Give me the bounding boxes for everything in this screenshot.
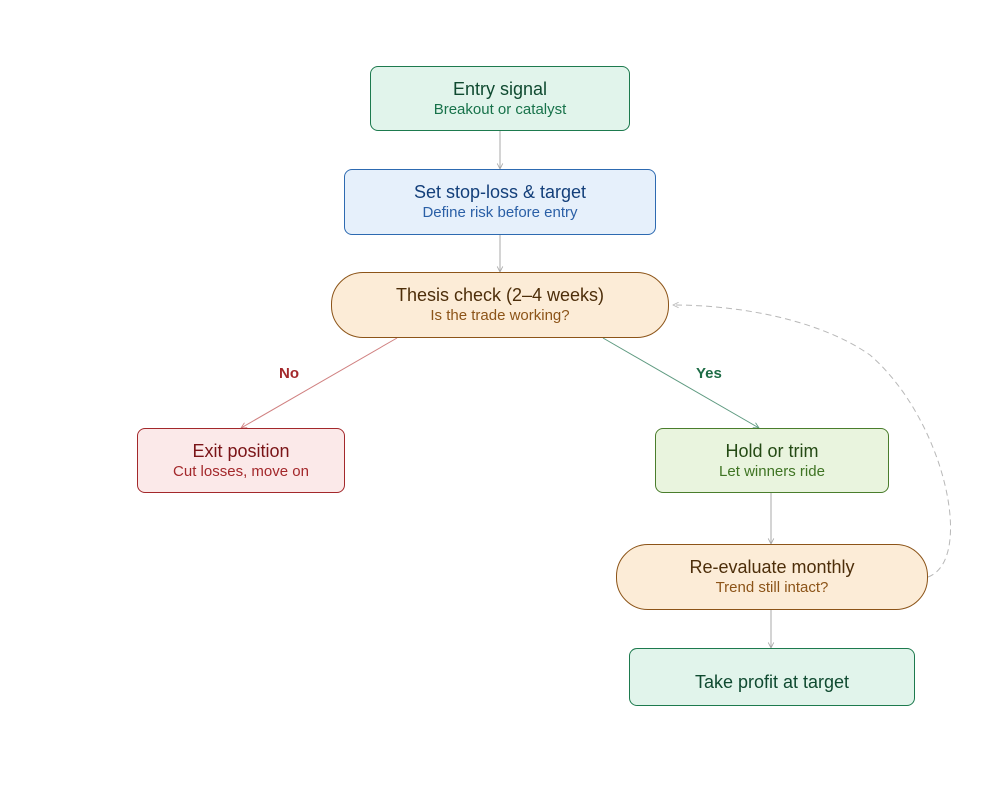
edge-reeval-loop-to-thesis — [673, 305, 952, 578]
node-subtitle: Is the trade working? — [430, 307, 570, 324]
edge-thesis-to-hold — [602, 337, 759, 428]
node-subtitle: Breakout or catalyst — [433, 100, 567, 118]
node-title: Take profit at target — [694, 671, 850, 692]
node-subtitle: Cut losses, move on — [173, 462, 309, 480]
node-hold-or-trim: Hold or trim Let winners ride — [655, 428, 889, 493]
node-title: Set stop-loss & target — [413, 182, 587, 202]
node-subtitle: Trend still intact? — [715, 579, 829, 596]
node-title: Thesis check (2–4 weeks) — [395, 285, 605, 305]
node-title: Hold or trim — [725, 440, 819, 461]
node-set-stop-loss: Set stop-loss & target Define risk befor… — [344, 169, 656, 235]
node-subtitle: Define risk before entry — [422, 204, 578, 221]
edge-thesis-to-exit — [241, 337, 398, 428]
edge-label-no: No — [279, 365, 299, 382]
node-subtitle: Let winners ride — [719, 462, 825, 480]
edge-label-yes: Yes — [696, 365, 722, 382]
node-title: Entry signal — [452, 78, 548, 99]
node-entry-signal: Entry signal Breakout or catalyst — [370, 66, 630, 131]
node-title: Re-evaluate monthly — [689, 557, 855, 577]
node-take-profit: Take profit at target — [629, 648, 915, 706]
node-re-evaluate-monthly: Re-evaluate monthly Trend still intact? — [616, 544, 928, 610]
node-thesis-check: Thesis check (2–4 weeks) Is the trade wo… — [331, 272, 669, 338]
node-exit-position: Exit position Cut losses, move on — [137, 428, 345, 493]
node-title: Exit position — [192, 440, 290, 461]
